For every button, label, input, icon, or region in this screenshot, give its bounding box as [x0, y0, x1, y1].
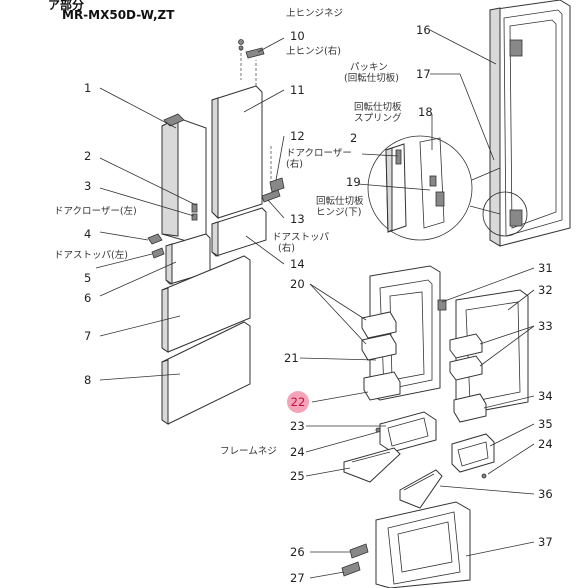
callout-27: 27 [290, 571, 305, 585]
part-shelf-34 [453, 393, 487, 423]
callout-37: 37 [538, 535, 553, 549]
callout-11: 11 [290, 83, 305, 97]
callout-19: 19 [346, 175, 361, 189]
name-spring-detail: スプリング [354, 113, 402, 124]
name-gasket-detail: (回転仕切板) [344, 73, 399, 84]
name-door-stopper-left: ドアストッパ(左) [54, 250, 128, 261]
part-shelf-22 [363, 371, 401, 401]
part-drawer-frame-23 [379, 411, 437, 453]
callout-24-right: 24 [538, 437, 553, 451]
name-upper-hinge-screw: 上ヒンジネジ [286, 8, 344, 19]
callout-4: 4 [84, 227, 92, 241]
highlighted-part-22[interactable]: 22 [287, 391, 309, 413]
name-upper-hinge-right: 上ヒンジ(右) [286, 46, 341, 57]
callout-17: 17 [416, 67, 431, 81]
callout-20: 20 [290, 277, 305, 291]
callout-23: 23 [290, 419, 305, 433]
callout-14: 14 [290, 257, 305, 271]
name-door-stopper-right-side: (右) [278, 243, 295, 254]
name-door-stopper-right: ドアストッパ [272, 232, 330, 243]
callout-2-detail: 2 [350, 131, 358, 145]
callout-8: 8 [84, 373, 92, 387]
callout-13: 13 [290, 212, 305, 226]
part-shelf-33 [449, 333, 483, 359]
section-title: ア部分 [48, 0, 85, 12]
callout-3: 3 [84, 179, 92, 193]
callout-25: 25 [290, 469, 305, 483]
callout-5: 5 [84, 271, 92, 285]
callout-31: 31 [538, 261, 553, 275]
part-drawer-front-37 [375, 501, 471, 588]
callout-12: 12 [290, 129, 305, 143]
part-shelf-20 [361, 311, 397, 339]
name-spring: 回転仕切板 [354, 102, 402, 113]
part-door-16 [489, 0, 571, 247]
callout-10: 10 [290, 29, 305, 43]
model-number: MR-MX50D-W,ZT [62, 8, 175, 22]
callout-32: 32 [538, 283, 553, 297]
detail-circle [367, 135, 473, 241]
callout-33: 33 [538, 319, 553, 333]
callout-18: 18 [418, 105, 433, 119]
callout-35: 35 [538, 417, 553, 431]
callout-2: 2 [84, 149, 92, 163]
callout-21: 21 [284, 351, 299, 365]
name-lower-hinge-detail: ヒンジ(下) [316, 207, 362, 218]
part-rail-25 [343, 447, 401, 483]
part-drawer-frame-35 [451, 433, 495, 473]
part-rail-36 [399, 469, 443, 509]
name-door-closer-right: ドアクローザー [286, 148, 352, 159]
callout-26: 26 [290, 545, 305, 559]
name-door-closer-left: ドアクローザー(左) [54, 206, 137, 217]
callout-6: 6 [84, 291, 92, 305]
callout-7: 7 [84, 329, 92, 343]
callout-34: 34 [538, 389, 553, 403]
callout-36: 36 [538, 487, 553, 501]
name-lower-hinge: 回転仕切板 [316, 196, 364, 207]
name-gasket: パッキン [350, 62, 388, 73]
name-frame-screw: フレームネジ [220, 446, 277, 457]
callout-24-left: 24 [290, 445, 305, 459]
name-door-closer-right-side: (右) [286, 159, 303, 170]
callout-16: 16 [416, 23, 431, 37]
callout-1: 1 [84, 81, 92, 95]
